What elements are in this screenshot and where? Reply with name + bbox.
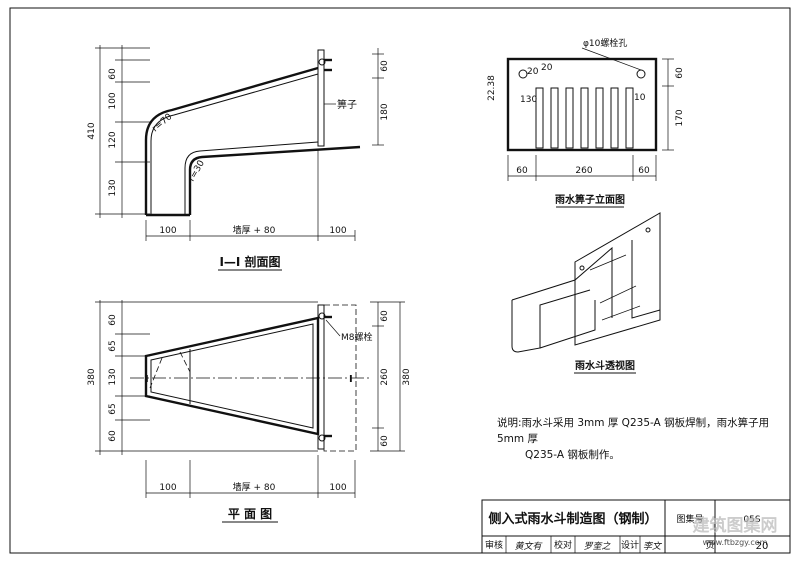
- titleblock-page-no: 20: [756, 541, 769, 552]
- titleblock-proof: 校对: [554, 539, 572, 551]
- grate-bolt-hole-right: [636, 69, 646, 79]
- section-dim-120: 120: [108, 131, 118, 148]
- plan-dim-65b: 65: [108, 403, 118, 414]
- grate-dim-right-170: 170: [675, 109, 685, 126]
- grate-dim-bottom-260: 260: [575, 166, 592, 176]
- watermark: 建筑图集网 www.ftbzgy.com: [693, 515, 778, 547]
- grate-bolt-hole-left: [518, 69, 528, 79]
- plan-dim-65a: 65: [108, 340, 118, 351]
- grate-title: 雨水箅子立面图: [555, 193, 625, 206]
- section-inner-wall: [150, 73, 319, 215]
- plan-dim-right-60a: 60: [380, 310, 390, 322]
- section-dim-bottom-100b: 100: [329, 226, 346, 236]
- plan-dim-right-60b: 60: [380, 435, 390, 447]
- titleblock-design-signature: 李文: [643, 541, 663, 552]
- section-outer-wall: [144, 66, 319, 215]
- section-dim-bottom-100a: 100: [159, 226, 176, 236]
- plan-dim-right-260: 260: [380, 368, 390, 385]
- section-dim-100: 100: [108, 92, 118, 109]
- plan-dim-bottom-100b: 100: [329, 483, 346, 493]
- note-line-1: 说明:雨水斗采用 3mm 厚 Q235-A 钢板焊制，雨水箅子用 5mm 厚: [497, 417, 770, 445]
- section-dim-right-180: 180: [380, 103, 390, 120]
- perspective-wall-plate: [574, 212, 661, 346]
- titleblock-design: 设计: [621, 539, 639, 551]
- grate-elevation: φ10螺栓孔 20 20 22.38 130 10 60 170 60 260 …: [487, 37, 685, 208]
- plan-dim-130: 130: [108, 368, 118, 385]
- plan-dim-bottom-wall: 墙厚 + 80: [233, 481, 276, 493]
- plan-dim-right-total: 380: [402, 368, 412, 385]
- grate-dim-left: 22.38: [487, 75, 497, 101]
- note-line-2: Q235-A 钢板制作。: [525, 449, 620, 461]
- notes: 说明:雨水斗采用 3mm 厚 Q235-A 钢板焊制，雨水箅子用 5mm 厚 Q…: [497, 415, 787, 463]
- plan-cut-mark-left: I: [145, 374, 149, 385]
- grate-dim-top-20b: 20: [541, 63, 553, 73]
- section-dim-bottom-wall: 墙厚 + 80: [233, 224, 276, 236]
- grate-dim-130: 130: [520, 95, 537, 105]
- plan-title: 平 面 图: [228, 507, 272, 521]
- section-dim-total: 410: [87, 122, 97, 139]
- grate-hole-label: φ10螺栓孔: [583, 37, 627, 49]
- grate-dim-top-20a: 20: [527, 67, 539, 77]
- section-dim-130: 130: [108, 179, 118, 196]
- title-block: 侧入式雨水斗制造图（钢制） 图集号 05S 审核 黄文有 校对 罗奎之 设计 李…: [481, 499, 791, 554]
- perspective-title: 雨水斗透视图: [575, 359, 635, 372]
- grate-dim-right-60: 60: [675, 67, 685, 79]
- section-title: I—I 剖面图: [219, 254, 280, 269]
- plan-dim-60b: 60: [108, 430, 118, 442]
- titleblock-check: 审核: [485, 539, 503, 551]
- section-dim-right-60: 60: [380, 60, 390, 72]
- watermark-brand: 建筑图集网: [693, 515, 778, 536]
- titleblock-proof-signature: 罗奎之: [583, 541, 611, 552]
- section-bottom-lip-inner: [184, 141, 319, 215]
- titleblock-atlas-no: 05S: [743, 515, 760, 525]
- grate-plate: [506, 57, 658, 152]
- sheet-border: [9, 7, 791, 554]
- section-wall-plate: [317, 49, 325, 147]
- plan-dim-bottom-100a: 100: [159, 483, 176, 493]
- perspective-view: 雨水斗透视图: [511, 212, 661, 374]
- section-bottom-lip: [188, 145, 361, 215]
- section-grate-label: 箅子: [337, 98, 357, 111]
- plan-funnel-outline: [144, 316, 320, 436]
- perspective-funnel-top: [511, 246, 613, 318]
- plan-view: 60 65 130 65 60 380 I I M8螺栓 60 260 60: [87, 300, 412, 523]
- watermark-url: www.ftbzgy.com: [703, 538, 768, 547]
- section-radius-70: r=70: [151, 112, 175, 134]
- grate-dim-10: 10: [634, 93, 646, 103]
- titleblock-title: 侧入式雨水斗制造图（钢制）: [488, 511, 657, 527]
- grate-slots: [535, 87, 634, 149]
- grate-dim-bottom-60b: 60: [638, 166, 650, 176]
- plan-funnel-inner: [150, 323, 314, 429]
- plan-dim-60a: 60: [108, 314, 118, 326]
- titleblock-page-label: 页: [705, 540, 714, 551]
- plan-bolt-label: M8螺栓: [341, 331, 373, 343]
- section-dim-60: 60: [108, 68, 118, 80]
- section-view: 60 100 120 130 410 r=70 r=30 箅子 60 180: [87, 45, 390, 271]
- plan-dim-total: 380: [87, 368, 97, 385]
- grate-dim-bottom-60a: 60: [516, 166, 528, 176]
- titleblock-atlas-label: 图集号: [676, 513, 703, 525]
- plan-cut-mark-right: I: [349, 374, 353, 385]
- titleblock-check-signature: 黄文有: [514, 541, 543, 552]
